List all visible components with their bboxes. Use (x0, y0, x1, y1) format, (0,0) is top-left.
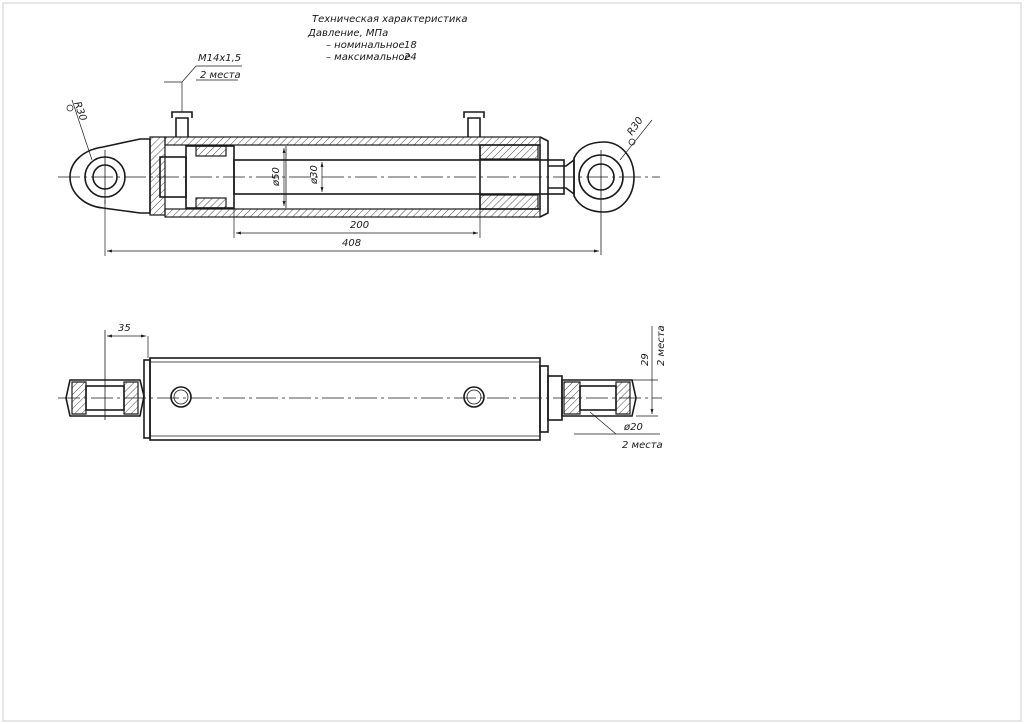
port-fitting-right-head (463, 111, 485, 118)
bore-dia-label: ø50 (271, 167, 282, 187)
tube-wall-top (164, 136, 541, 146)
tube-wall-bottom (164, 208, 541, 218)
side-port-right (463, 386, 485, 408)
spec-nominal-label: – номинальное (326, 40, 405, 51)
height-label: 29 (640, 353, 651, 366)
spec-title: Техническая характеристика (312, 14, 468, 25)
piston-seal-bottom (195, 197, 227, 209)
right-radius-label: R30 (625, 115, 645, 137)
spec-pressure: Давление, МПа (307, 28, 388, 39)
spec-block: Техническая характеристика Давление, МПа… (307, 14, 468, 63)
height-qty: 2 места (656, 325, 667, 366)
left-radius-label: R30 (71, 100, 88, 122)
side-left-eye-hatch-b (123, 381, 139, 415)
thread-label: М14х1,5 (198, 53, 241, 64)
side-right-bushing (579, 385, 617, 411)
total-dim-label: 408 (342, 238, 361, 249)
side-port-left-inner (173, 389, 189, 405)
side-left-eye-hatch-a (71, 381, 87, 415)
pin-dia-label: ø20 (623, 422, 643, 433)
spec-max-label: – максимальное (326, 52, 411, 63)
rod (233, 159, 565, 195)
pin-leader (589, 411, 617, 435)
gland-bottom (479, 194, 539, 210)
port-fitting-left-head (171, 111, 193, 118)
left-end-cap (149, 136, 166, 216)
thread-leader-3 (181, 65, 197, 83)
piston-seal-top (195, 145, 227, 157)
eye-offset-label: 35 (118, 323, 131, 334)
left-radius-symbol (66, 104, 74, 112)
top-view: М14х1,5 2 места R30 R30 ø50 ø30 200 408 (58, 53, 660, 256)
side-right-eye (561, 379, 637, 417)
side-left-eye (65, 379, 145, 417)
rod-dia-label: ø30 (309, 165, 320, 185)
gland-top (479, 144, 539, 160)
port-fitting-left (175, 117, 189, 137)
side-tube (149, 357, 541, 441)
side-left-cap (143, 359, 151, 439)
pin-qty: 2 места (622, 440, 663, 451)
left-eye-body (69, 138, 151, 214)
side-right-eye-hatch-a (563, 381, 581, 415)
gland-body (479, 144, 541, 210)
spec-nominal-value: 18 (404, 40, 417, 51)
left-radius-leader (71, 99, 93, 161)
spec-max-value: 24 (404, 52, 417, 63)
right-eye-body (573, 141, 635, 213)
piston-nut (159, 156, 187, 198)
side-port-left (170, 386, 192, 408)
port-fitting-right (467, 117, 481, 137)
thread-qty: 2 места (200, 70, 241, 81)
side-port-right-inner (466, 389, 482, 405)
side-right-eye-hatch-b (615, 381, 631, 415)
right-radius-symbol (628, 138, 636, 146)
side-view: 35 29 2 места ø20 2 места (58, 323, 667, 451)
right-radius-leader (619, 119, 653, 161)
stroke-dim-label: 200 (350, 220, 369, 231)
side-right-gland (539, 365, 549, 433)
gland-cap (539, 136, 549, 218)
